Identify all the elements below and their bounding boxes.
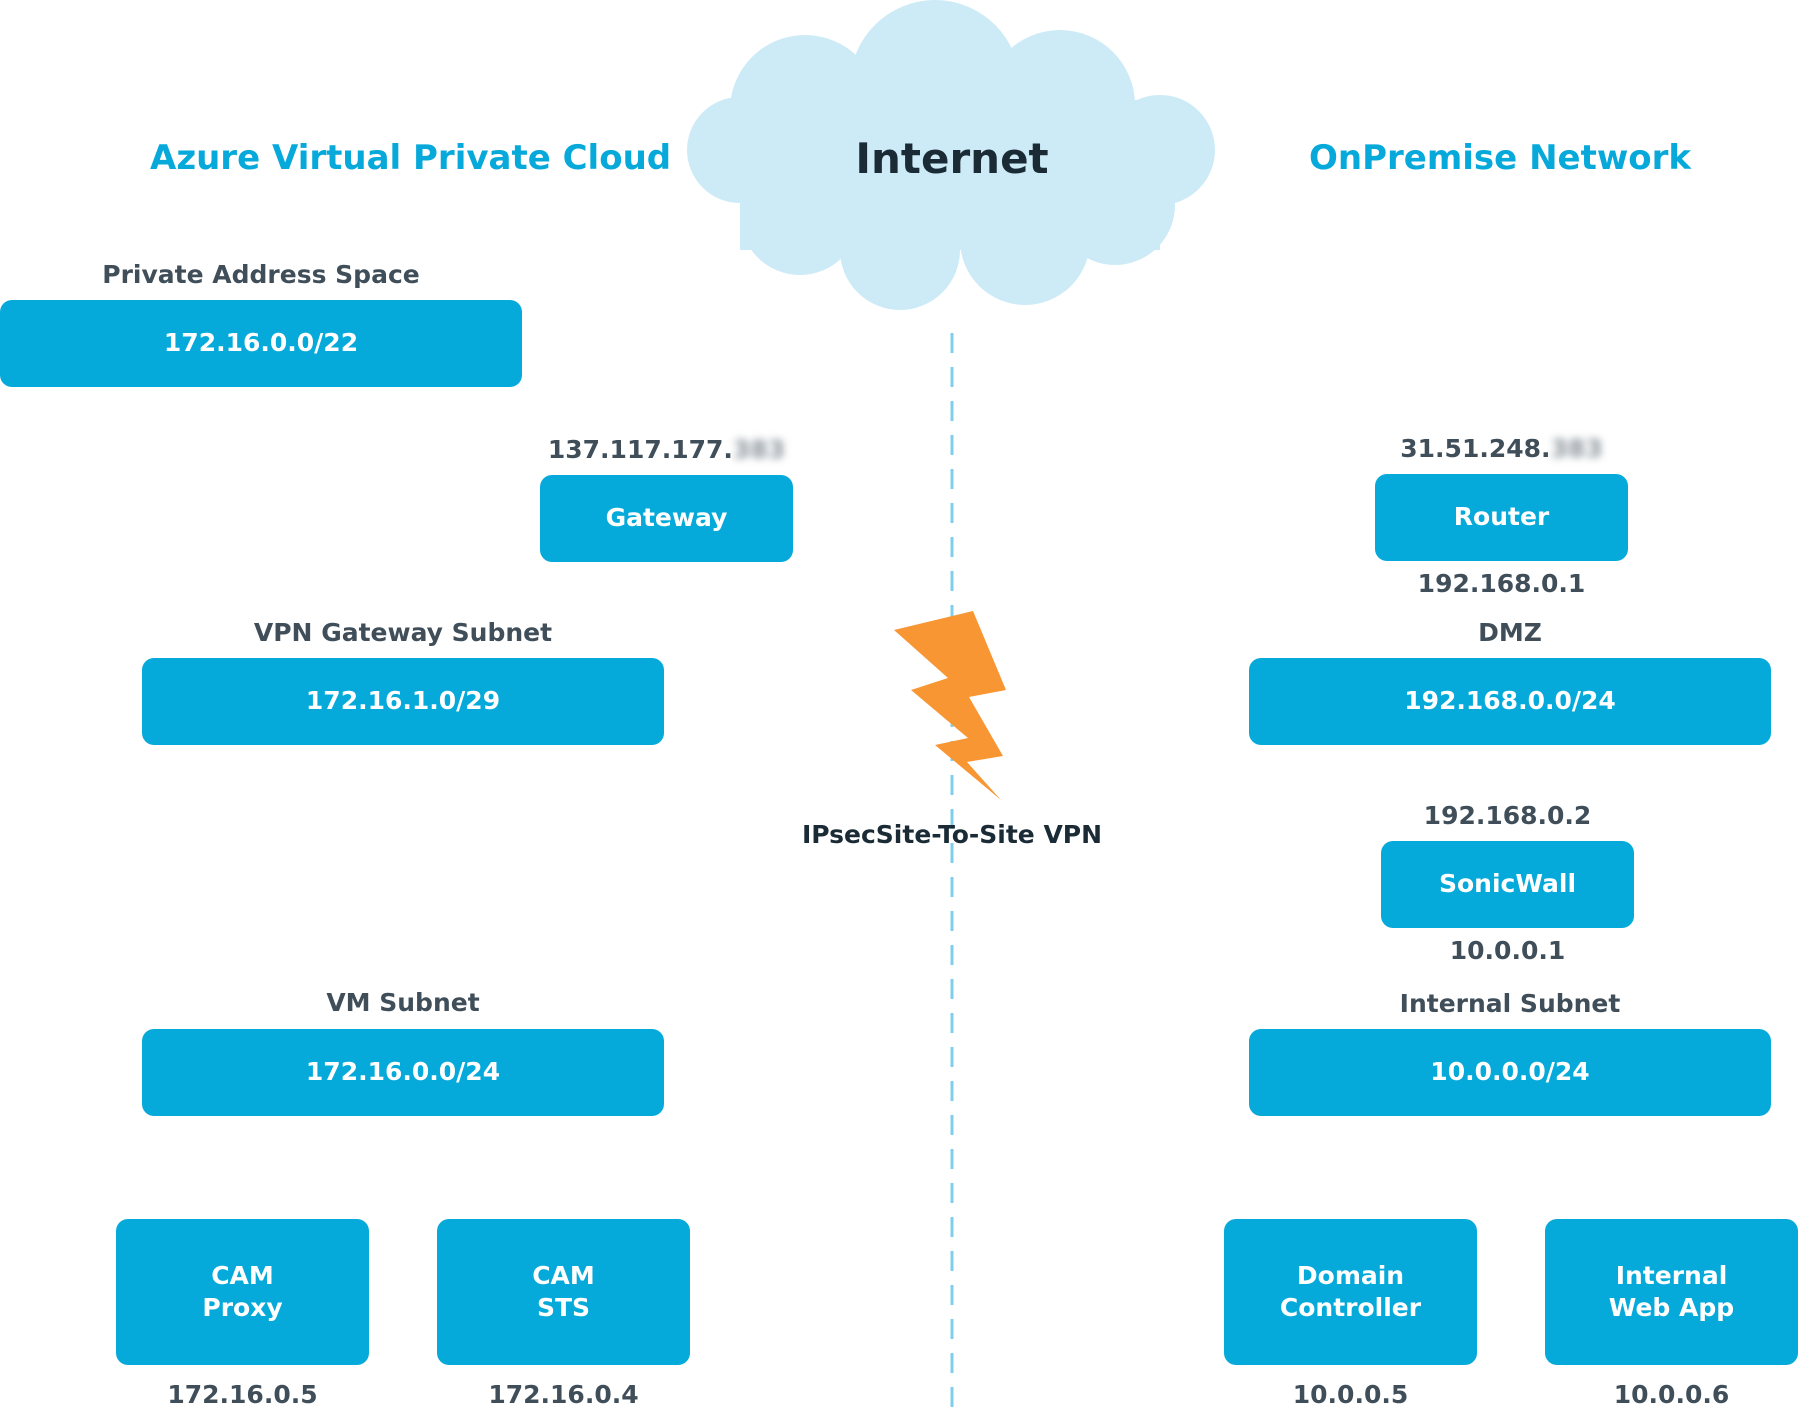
router-public-ip-value: 31.51.248.: [1400, 434, 1551, 463]
gateway-public-ip: 137.117.177.383: [540, 435, 793, 464]
internal-web-app-node[interactable]: Internal Web App: [1545, 1219, 1798, 1365]
redacted-octet: 383: [732, 435, 786, 464]
vm-subnet-value: 172.16.0.0/24: [305, 1057, 501, 1087]
router-box[interactable]: Router: [1375, 474, 1628, 561]
router-label: Router: [1453, 502, 1550, 532]
gateway-label: Gateway: [605, 503, 728, 533]
gateway-box[interactable]: Gateway: [540, 475, 793, 562]
internal-web-app-ip: 10.0.0.6: [1613, 1380, 1730, 1409]
vm-subnet-label: VM Subnet: [326, 988, 480, 1017]
internet-heading: Internet: [855, 134, 1049, 183]
sonicwall-box[interactable]: SonicWall: [1381, 841, 1634, 928]
internal-subnet-value: 10.0.0.0/24: [1430, 1057, 1590, 1087]
lightning-bolt-icon: [894, 611, 1006, 800]
vpn-gateway-subnet-value: 172.16.1.0/29: [305, 686, 501, 716]
onpremise-heading: OnPremise Network: [1309, 138, 1691, 178]
vm-subnet-box[interactable]: 172.16.0.0/24: [142, 1029, 664, 1116]
domain-controller-node[interactable]: Domain Controller: [1224, 1219, 1477, 1365]
cam-proxy-node[interactable]: CAM Proxy: [116, 1219, 369, 1365]
cam-proxy-ip: 172.16.0.5: [167, 1380, 318, 1409]
redacted-octet: 383: [1550, 434, 1603, 463]
node-label-line1: CAM: [211, 1260, 274, 1290]
private-address-space-box[interactable]: 172.16.0.0/22: [0, 300, 522, 387]
private-address-space-label: Private Address Space: [102, 260, 420, 289]
internal-subnet-label: Internal Subnet: [1399, 989, 1621, 1018]
private-address-space-value: 172.16.0.0/22: [163, 328, 359, 358]
vpn-label: IPsecSite-To-Site VPN: [801, 820, 1103, 849]
node-label-line1: Internal: [1615, 1260, 1728, 1290]
cloud-icon: [687, 0, 1215, 310]
node-label-line2: Web App: [1608, 1293, 1735, 1322]
router-internal-ip: 192.168.0.1: [1417, 569, 1586, 598]
azure-heading: Azure Virtual Private Cloud: [150, 138, 672, 178]
node-label-line1: CAM: [532, 1260, 595, 1290]
dmz-value: 192.168.0.0/24: [1404, 686, 1616, 716]
dmz-label: DMZ: [1478, 618, 1542, 647]
sonicwall-label: SonicWall: [1438, 869, 1577, 899]
domain-controller-ip: 10.0.0.5: [1292, 1380, 1409, 1409]
vpn-gateway-subnet-label: VPN Gateway Subnet: [253, 618, 553, 647]
sonicwall-internal-ip: 10.0.0.1: [1449, 936, 1566, 965]
cam-sts-ip: 172.16.0.4: [488, 1380, 639, 1409]
node-label-line2: Proxy: [202, 1293, 283, 1322]
internal-subnet-box[interactable]: 10.0.0.0/24: [1249, 1029, 1771, 1116]
node-label-line2: Controller: [1279, 1293, 1422, 1322]
vpn-gateway-subnet-box[interactable]: 172.16.1.0/29: [142, 658, 664, 745]
cam-sts-node[interactable]: CAM STS: [437, 1219, 690, 1365]
dmz-box[interactable]: 192.168.0.0/24: [1249, 658, 1771, 745]
router-public-ip: 31.51.248.383: [1375, 434, 1628, 463]
node-label-line1: Domain: [1296, 1260, 1405, 1290]
gateway-public-ip-value: 137.117.177.: [547, 435, 733, 464]
sonicwall-dmz-ip: 192.168.0.2: [1423, 801, 1592, 830]
node-label-line2: STS: [536, 1293, 591, 1322]
